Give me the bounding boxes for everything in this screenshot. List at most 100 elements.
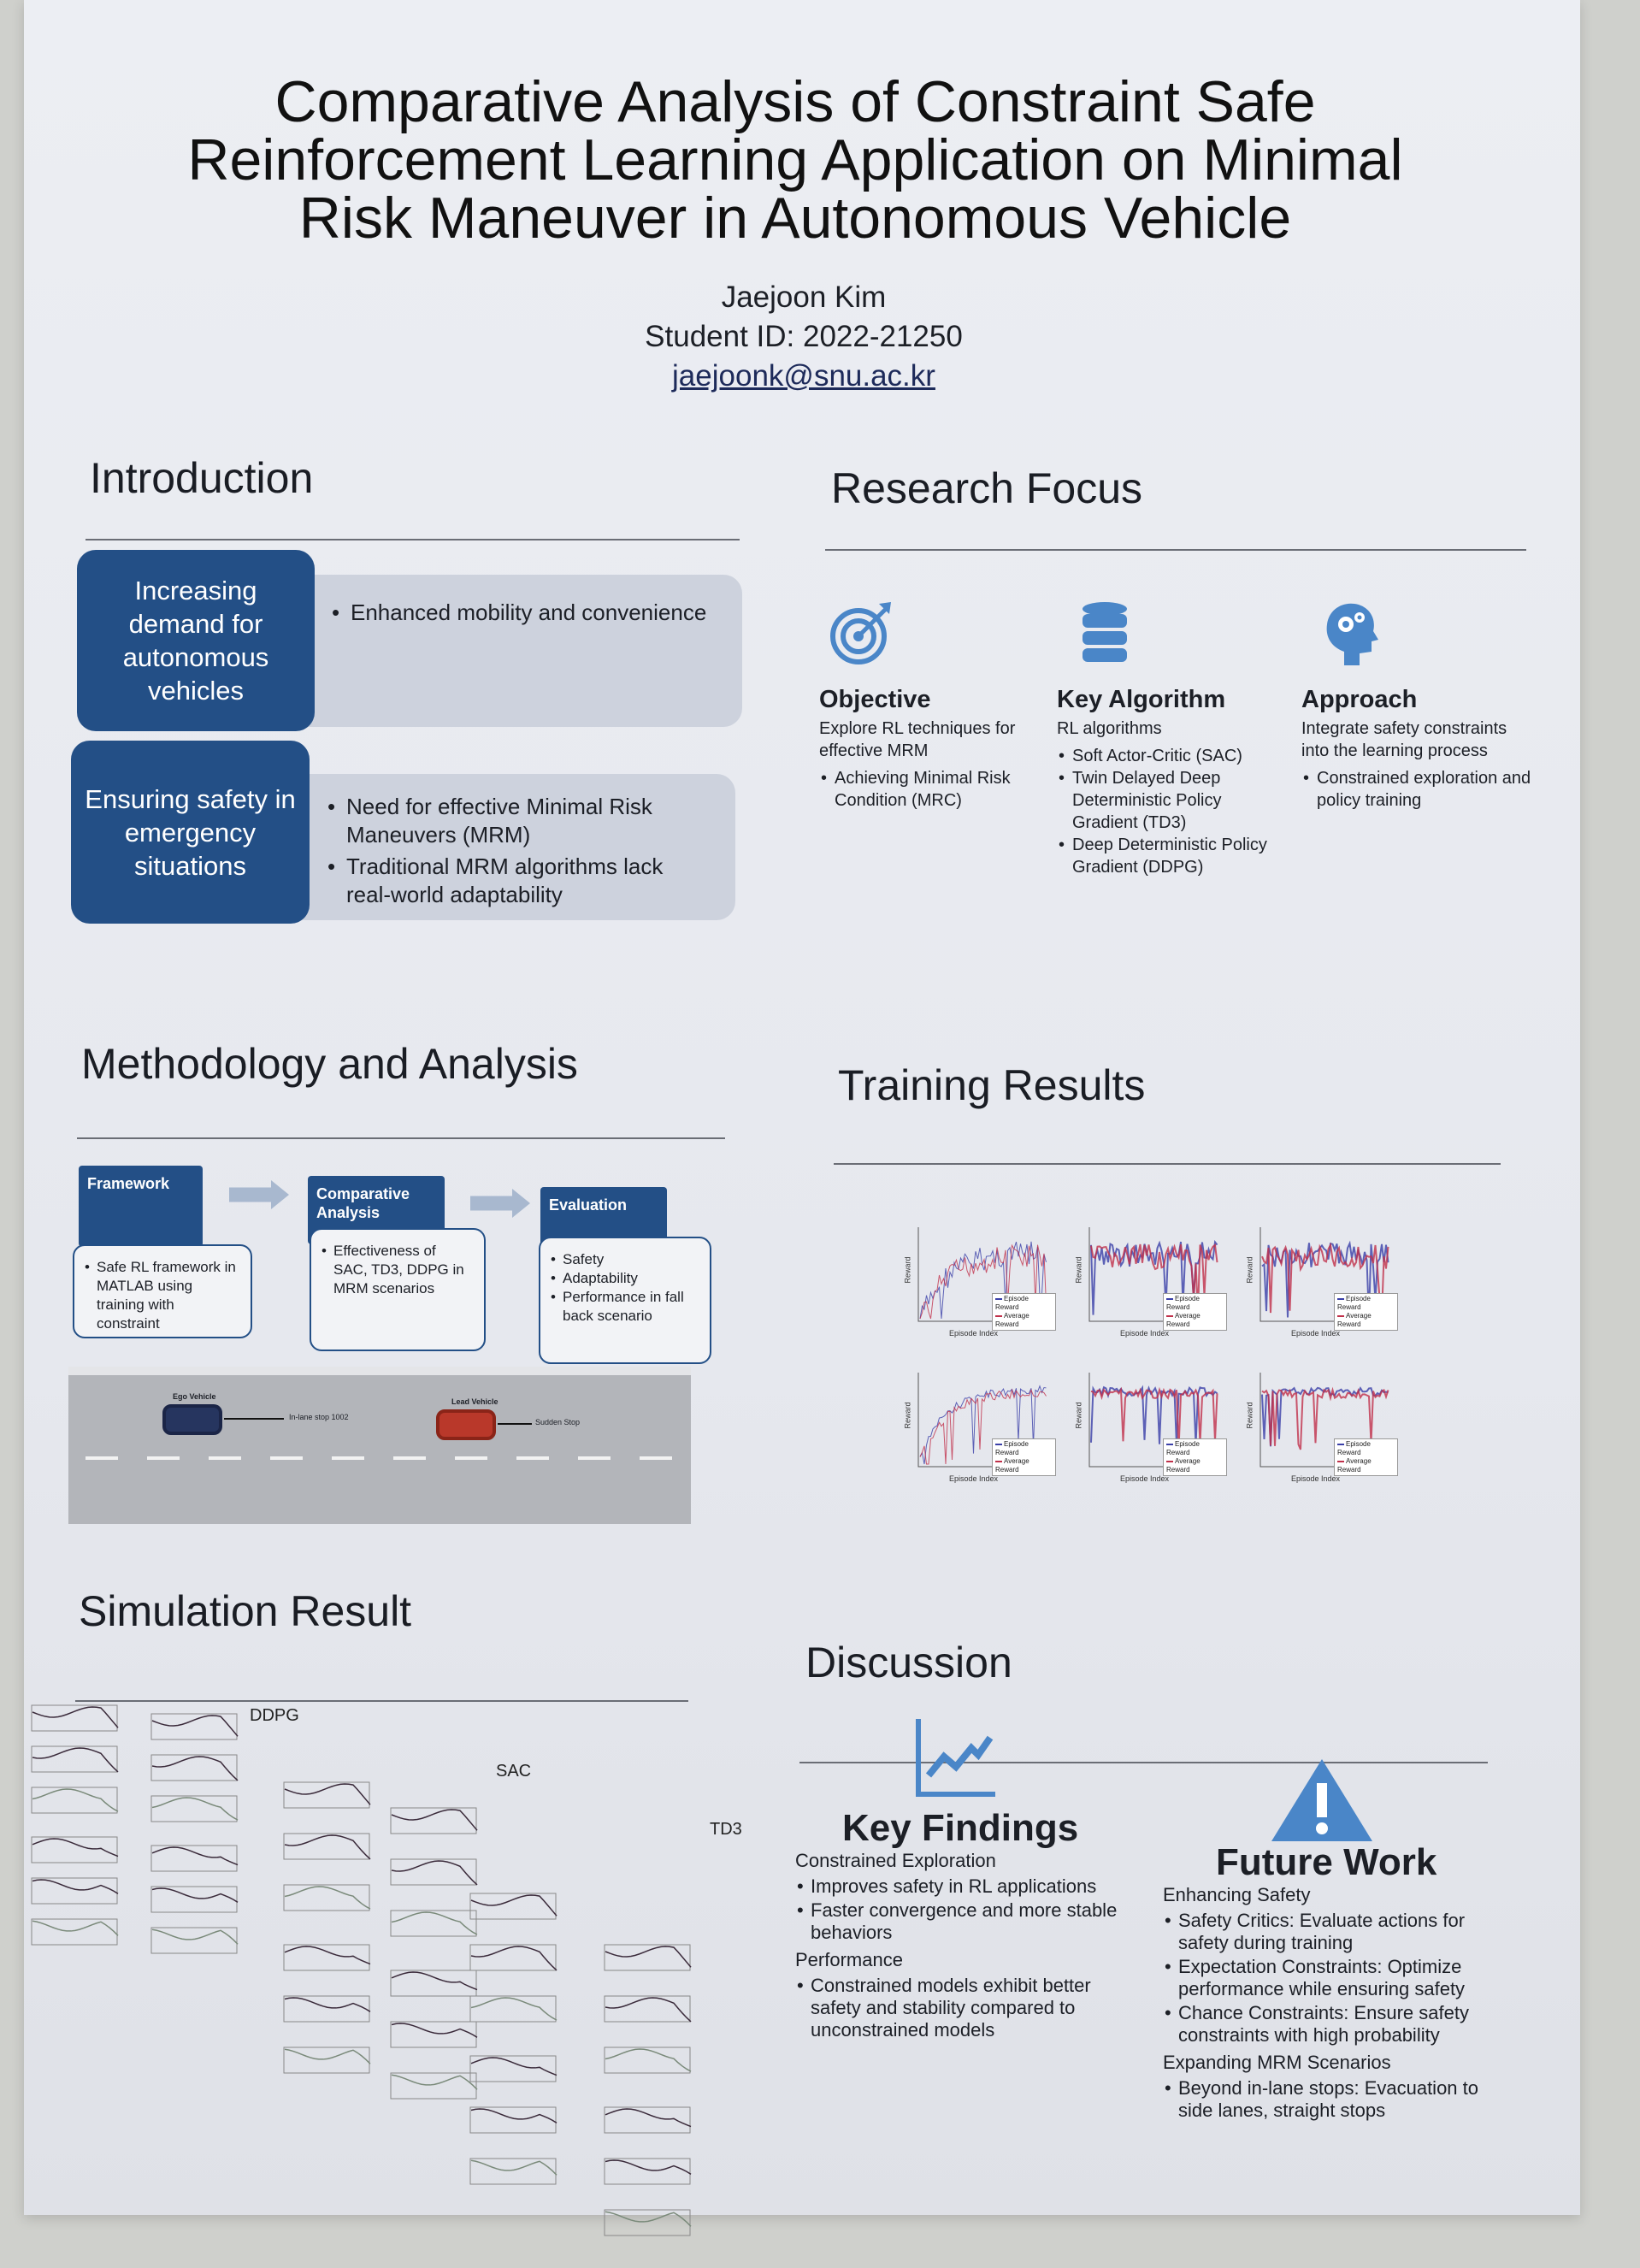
legend-entry: Episode Reward bbox=[1166, 1295, 1224, 1312]
legend-entry: Episode Reward bbox=[995, 1440, 1053, 1457]
x-axis-label: Episode Index bbox=[1120, 1474, 1170, 1483]
focus-title: Approach bbox=[1301, 686, 1418, 713]
step-bullet: Performance in fall back scenario bbox=[551, 1288, 699, 1326]
legend-label: Episode Reward bbox=[1166, 1295, 1200, 1311]
lane-marking bbox=[147, 1456, 180, 1460]
legend-entry: Episode Reward bbox=[1337, 1295, 1395, 1312]
trajectory-arrow bbox=[224, 1418, 284, 1420]
reward-series bbox=[1090, 1385, 1218, 1445]
head-gears-icon bbox=[1326, 603, 1378, 665]
y-axis-label: Reward bbox=[903, 1402, 912, 1429]
divider bbox=[77, 1137, 725, 1139]
lane-marking bbox=[209, 1456, 241, 1460]
lane-marking bbox=[332, 1456, 364, 1460]
step-framework-body: Safe RL framework in MATLAB using traini… bbox=[73, 1244, 252, 1338]
ego-vehicle-label: Ego Vehicle bbox=[173, 1392, 216, 1401]
finding-subheading: Performance bbox=[795, 1949, 903, 1970]
lane-marking bbox=[640, 1456, 672, 1460]
legend-label: Average Reward bbox=[1337, 1457, 1372, 1474]
reward-series bbox=[1261, 1386, 1389, 1450]
y-axis-label: Reward bbox=[1074, 1402, 1083, 1429]
ego-car-icon bbox=[162, 1404, 222, 1435]
divider bbox=[799, 1762, 1488, 1763]
future-bullet: Beyond in-lane stops: Evacuation to side… bbox=[1165, 2077, 1479, 2122]
x-axis-label: Episode Index bbox=[1291, 1474, 1341, 1483]
reward-series bbox=[919, 1388, 1047, 1465]
author-name: Jaejoon Kim bbox=[721, 281, 887, 314]
intro-bullet: Enhanced mobility and convenience bbox=[332, 599, 717, 627]
divider bbox=[834, 1163, 1501, 1165]
focus-text: Integrate safety constraints into the le… bbox=[1301, 719, 1507, 760]
intro-bullet: Traditional MRM algorithms lack real-wor… bbox=[327, 853, 710, 909]
step-comparative-body: Effectiveness of SAC, TD3, DDPG in MRM s… bbox=[310, 1228, 486, 1351]
legend-swatch bbox=[995, 1460, 1002, 1462]
legend-swatch bbox=[1166, 1443, 1173, 1445]
future-subheading: Expanding MRM Scenarios bbox=[1163, 2052, 1391, 2073]
warning-icon bbox=[1271, 1759, 1372, 1841]
legend-entry: Episode Reward bbox=[995, 1295, 1053, 1312]
legend-label: Episode Reward bbox=[995, 1295, 1029, 1311]
legend-entry: Average Reward bbox=[995, 1457, 1053, 1474]
finding-subheading: Constrained Exploration bbox=[795, 1850, 996, 1871]
introduction-heading: Introduction bbox=[90, 454, 314, 502]
lead-car-icon bbox=[436, 1409, 496, 1440]
y-axis-label: Reward bbox=[1074, 1256, 1083, 1284]
legend-entry: Episode Reward bbox=[1337, 1440, 1395, 1457]
intro-label-1: Increasing demand for autonomous vehicle… bbox=[77, 550, 315, 731]
title-line: Reinforcement Learning Application on Mi… bbox=[187, 127, 1403, 192]
algo-label-td3: TD3 bbox=[710, 1820, 742, 1839]
focus-bullet: Constrained exploration and policy train… bbox=[1303, 767, 1532, 812]
step-bullet: Safe RL framework in MATLAB using traini… bbox=[85, 1258, 240, 1333]
lead-action-label: Sudden Stop bbox=[535, 1418, 581, 1426]
x-axis-label: Episode Index bbox=[949, 1329, 999, 1338]
legend-label: Episode Reward bbox=[1166, 1440, 1200, 1456]
lead-vehicle-label: Lead Vehicle bbox=[451, 1397, 498, 1406]
step-bullet: Safety bbox=[551, 1250, 699, 1269]
future-work-title: Future Work bbox=[1216, 1841, 1437, 1883]
lane-marking bbox=[455, 1456, 487, 1460]
legend-label: Average Reward bbox=[1166, 1457, 1201, 1474]
author-block: Jaejoon Kim Student ID: 2022-21250 jaejo… bbox=[479, 278, 1129, 396]
y-axis-label: Reward bbox=[1245, 1402, 1254, 1429]
y-axis-label: Reward bbox=[903, 1256, 912, 1284]
legend-swatch bbox=[995, 1297, 1002, 1300]
step-evaluation-body: SafetyAdaptabilityPerformance in fall ba… bbox=[539, 1237, 711, 1364]
y-axis-label: Reward bbox=[1245, 1256, 1254, 1284]
legend-label: Episode Reward bbox=[1337, 1440, 1371, 1456]
legend-label: Average Reward bbox=[1337, 1312, 1372, 1328]
legend-entry: Average Reward bbox=[1337, 1312, 1395, 1329]
legend-entry: Average Reward bbox=[1166, 1312, 1224, 1329]
divider bbox=[75, 1700, 688, 1702]
road-scenario: Ego Vehicle In-lane stop 1002 Lead Vehic… bbox=[68, 1367, 691, 1524]
lane-marking bbox=[393, 1456, 426, 1460]
algo-label-sac: SAC bbox=[496, 1762, 532, 1781]
legend-entry: Average Reward bbox=[1337, 1457, 1395, 1474]
student-id: Student ID: 2022-21250 bbox=[645, 320, 963, 353]
future-bullet: Safety Critics: Evaluate actions for saf… bbox=[1165, 1910, 1479, 1954]
poster bbox=[24, 0, 1580, 2215]
intro-detail-1: Enhanced mobility and convenience bbox=[291, 575, 742, 727]
x-axis-label: Episode Index bbox=[1291, 1329, 1341, 1338]
poster-title: Comparative Analysis of Constraint Safe … bbox=[103, 73, 1488, 247]
legend-swatch bbox=[1166, 1297, 1173, 1300]
reward-series bbox=[1090, 1386, 1218, 1450]
focus-bullet: Deep Deterministic Policy Gradient (DDPG… bbox=[1059, 834, 1288, 878]
future-work: Future Work Enhancing Safety Safety Crit… bbox=[1163, 1841, 1479, 2123]
email-link[interactable]: jaejoonk@snu.ac.kr bbox=[672, 359, 935, 393]
focus-bullet: Twin Delayed Deep Deterministic Policy G… bbox=[1059, 767, 1288, 834]
focus-text: Explore RL techniques for effective MRM bbox=[819, 719, 1016, 760]
focus-title: Key Algorithm bbox=[1057, 686, 1226, 713]
legend-label: Episode Reward bbox=[1337, 1295, 1371, 1311]
target-icon bbox=[830, 602, 891, 664]
simulation-heading: Simulation Result bbox=[79, 1587, 412, 1635]
legend-entry: Episode Reward bbox=[1166, 1440, 1224, 1457]
database-icon bbox=[1083, 602, 1127, 662]
